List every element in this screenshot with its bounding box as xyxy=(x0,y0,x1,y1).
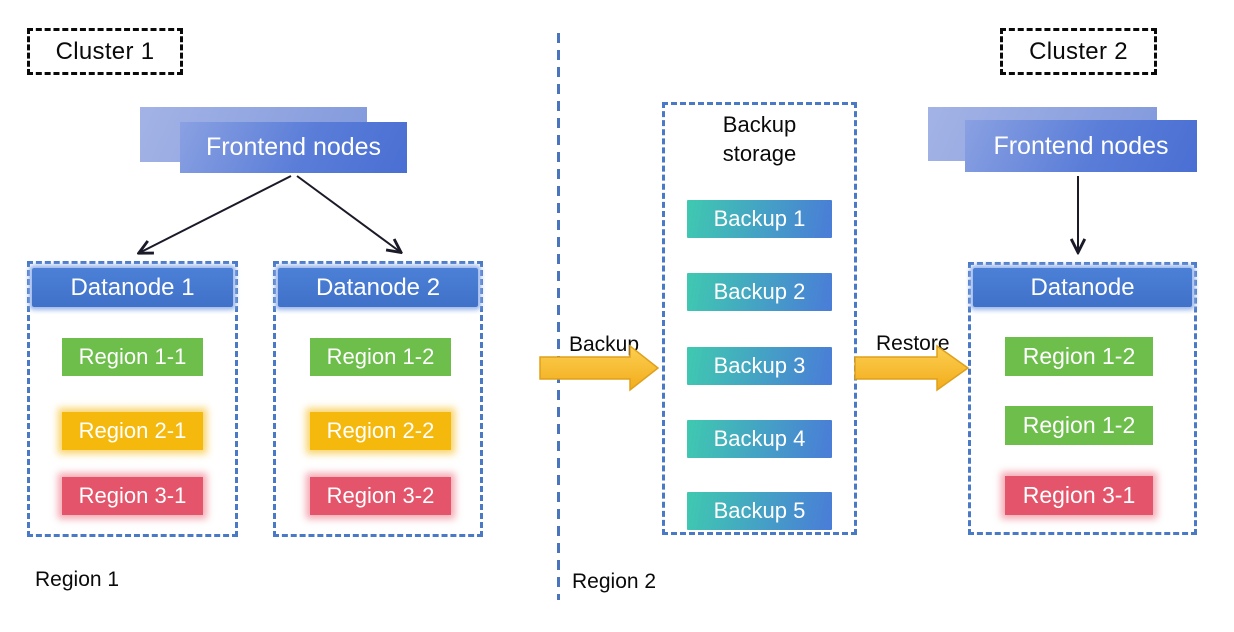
cluster2-datanode-container xyxy=(968,262,1197,535)
backup-item: Backup 4 xyxy=(687,420,832,458)
cluster1-frontend-box: Frontend nodes xyxy=(180,122,407,173)
backup-item: Backup 5 xyxy=(687,492,832,530)
cluster1-label-box: Cluster 1 xyxy=(27,28,183,75)
region-box: Region 1-2 xyxy=(1005,337,1153,376)
region-label: Region 2-1 xyxy=(78,418,187,443)
cluster2-label-box: Cluster 2 xyxy=(1000,28,1157,75)
datanode1-container xyxy=(27,261,238,537)
backup-item-label: Backup 5 xyxy=(713,498,806,523)
datanode2-container xyxy=(273,261,483,537)
backup-item: Backup 1 xyxy=(687,200,832,238)
region-label: Region 1-2 xyxy=(326,344,435,369)
backup-item-label: Backup 4 xyxy=(713,426,806,451)
region-box: Region 2-1 xyxy=(62,412,203,450)
cluster2-frontend-box: Frontend nodes xyxy=(965,120,1197,172)
region1-footer-label: Region 1 xyxy=(35,568,120,591)
region-label: Region 3-2 xyxy=(326,483,435,508)
region-box: Region 1-2 xyxy=(310,338,451,376)
region-label: Region 2-2 xyxy=(326,418,435,443)
cluster1-label: Cluster 1 xyxy=(55,37,155,65)
cluster2-datanode-header: Datanode xyxy=(973,268,1192,307)
frontend-to-datanode1-arrow xyxy=(141,175,292,252)
cluster1-frontend-label: Frontend nodes xyxy=(205,133,382,161)
region-box: Region 1-1 xyxy=(62,338,203,376)
backup-item-label: Backup 2 xyxy=(713,279,806,304)
cluster2-frontend-label: Frontend nodes xyxy=(993,131,1169,160)
cluster2-datanode-title: Datanode xyxy=(1030,273,1135,301)
region-box: Region 2-2 xyxy=(310,412,451,450)
region-box: Region 3-1 xyxy=(62,477,203,515)
region-label: Region 1-2 xyxy=(1022,343,1136,369)
backup-item: Backup 2 xyxy=(687,273,832,311)
region-label: Region 3-1 xyxy=(1022,482,1136,508)
region-label: Region 1-2 xyxy=(1022,412,1136,438)
region-box: Region 1-2 xyxy=(1005,406,1153,445)
cluster2-label: Cluster 2 xyxy=(1029,37,1128,65)
region-label: Region 3-1 xyxy=(78,483,187,508)
region-label: Region 1-1 xyxy=(78,344,187,369)
backup-item-label: Backup 3 xyxy=(713,353,806,378)
backup-item-label: Backup 1 xyxy=(713,206,806,231)
backup-item: Backup 3 xyxy=(687,347,832,385)
datanode2-title: Datanode 2 xyxy=(315,273,441,301)
region-divider-line xyxy=(557,33,560,600)
backup-flow-label: Backup xyxy=(569,333,640,356)
region2-footer-label: Region 2 xyxy=(572,570,657,593)
frontend-to-datanode2-arrow xyxy=(296,175,399,251)
datanode1-title: Datanode 1 xyxy=(70,273,195,301)
backup-storage-container xyxy=(662,102,857,535)
region-box: Region 3-2 xyxy=(310,477,451,515)
backup-storage-title: Backup storage xyxy=(722,112,797,167)
restore-flow-label: Restore xyxy=(876,332,950,355)
datanode2-header: Datanode 2 xyxy=(278,268,478,307)
region-box: Region 3-1 xyxy=(1005,476,1153,515)
datanode1-header: Datanode 1 xyxy=(32,268,233,307)
